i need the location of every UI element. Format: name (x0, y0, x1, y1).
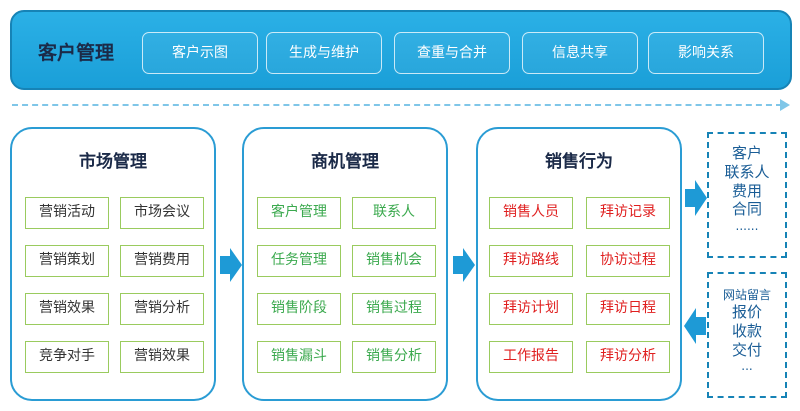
item-visit-record[interactable]: 拜访记录 (586, 197, 670, 229)
nav-create-maintain-button[interactable]: 生成与维护 (266, 32, 382, 74)
item-marketing-cost[interactable]: 营销费用 (120, 245, 204, 277)
item-marketing-effect-2[interactable]: 营销效果 (120, 341, 204, 373)
side-item-cost: 费用 (731, 181, 762, 200)
item-sales-analysis[interactable]: 销售分析 (352, 341, 436, 373)
side-item-delivery: 交付 (731, 340, 762, 359)
arrow-right-icon (453, 248, 475, 282)
nav-info-share-button[interactable]: 信息共享 (522, 32, 638, 74)
item-marketing-activity[interactable]: 营销活动 (25, 197, 109, 229)
item-contact[interactable]: 联系人 (352, 197, 436, 229)
side-item-payment: 收款 (731, 321, 762, 340)
header-banner: 客户管理 客户示图 生成与维护 查重与合并 信息共享 影响关系 (10, 10, 792, 90)
panel-market-management: 市场管理 营销活动 市场会议 营销策划 营销费用 营销效果 营销分析 竞争对手 … (10, 127, 216, 401)
side-item-contact: 联系人 (724, 162, 770, 181)
side-item-customer: 客户 (731, 144, 762, 162)
side-item-quote: 报价 (731, 303, 762, 321)
item-visit-route[interactable]: 拜访路线 (489, 245, 573, 277)
item-sales-process[interactable]: 销售过程 (352, 293, 436, 325)
item-marketing-planning[interactable]: 营销策划 (25, 245, 109, 277)
nav-influence-button[interactable]: 影响关系 (648, 32, 764, 74)
item-market-meeting[interactable]: 市场会议 (120, 197, 204, 229)
item-sales-funnel[interactable]: 销售漏斗 (257, 341, 341, 373)
item-task-management[interactable]: 任务管理 (257, 245, 341, 277)
arrow-right-icon (220, 248, 242, 282)
item-salesperson[interactable]: 销售人员 (489, 197, 573, 229)
nav-customer-view-button[interactable]: 客户示图 (142, 32, 258, 74)
item-visit-plan[interactable]: 拜访计划 (489, 293, 573, 325)
side-item-contract: 合同 (731, 200, 762, 219)
panel-title: 商机管理 (311, 152, 379, 172)
side-item-web-message: 网站留言 (722, 288, 771, 302)
item-marketing-effect[interactable]: 营销效果 (25, 293, 109, 325)
panel-opportunity-management: 商机管理 客户管理 联系人 任务管理 销售机会 销售阶段 销售过程 销售漏斗 销… (242, 127, 448, 401)
item-marketing-analysis[interactable]: 营销分析 (120, 293, 204, 325)
item-visit-analysis[interactable]: 拜访分析 (586, 341, 670, 373)
arrow-left-icon (684, 308, 706, 344)
item-competitor[interactable]: 竞争对手 (25, 341, 109, 373)
item-sales-stage[interactable]: 销售阶段 (257, 293, 341, 325)
side-box-transactions: 网站留言 报价 收款 交付 ... (707, 272, 787, 398)
item-work-report[interactable]: 工作报告 (489, 341, 573, 373)
panel-sales-behavior: 销售行为 销售人员 拜访记录 拜访路线 协访过程 拜访计划 拜访日程 工作报告 … (476, 127, 682, 401)
dashed-arrow-head (780, 99, 790, 111)
panel-title: 市场管理 (79, 152, 147, 172)
side-box-customer-info: 客户 联系人 费用 合同 ...... (707, 132, 787, 258)
panel-title: 销售行为 (545, 152, 613, 172)
side-item-more: ...... (735, 219, 759, 233)
arrow-right-icon (685, 180, 707, 216)
header-title: 客户管理 (38, 42, 115, 64)
item-customer-management[interactable]: 客户管理 (257, 197, 341, 229)
dashed-divider (12, 104, 782, 106)
item-sales-opportunity[interactable]: 销售机会 (352, 245, 436, 277)
nav-dedupe-merge-button[interactable]: 查重与合并 (394, 32, 510, 74)
item-visit-schedule[interactable]: 拜访日程 (586, 293, 670, 325)
item-assist-visit-process[interactable]: 协访过程 (586, 245, 670, 277)
side-item-more: ... (741, 359, 753, 374)
